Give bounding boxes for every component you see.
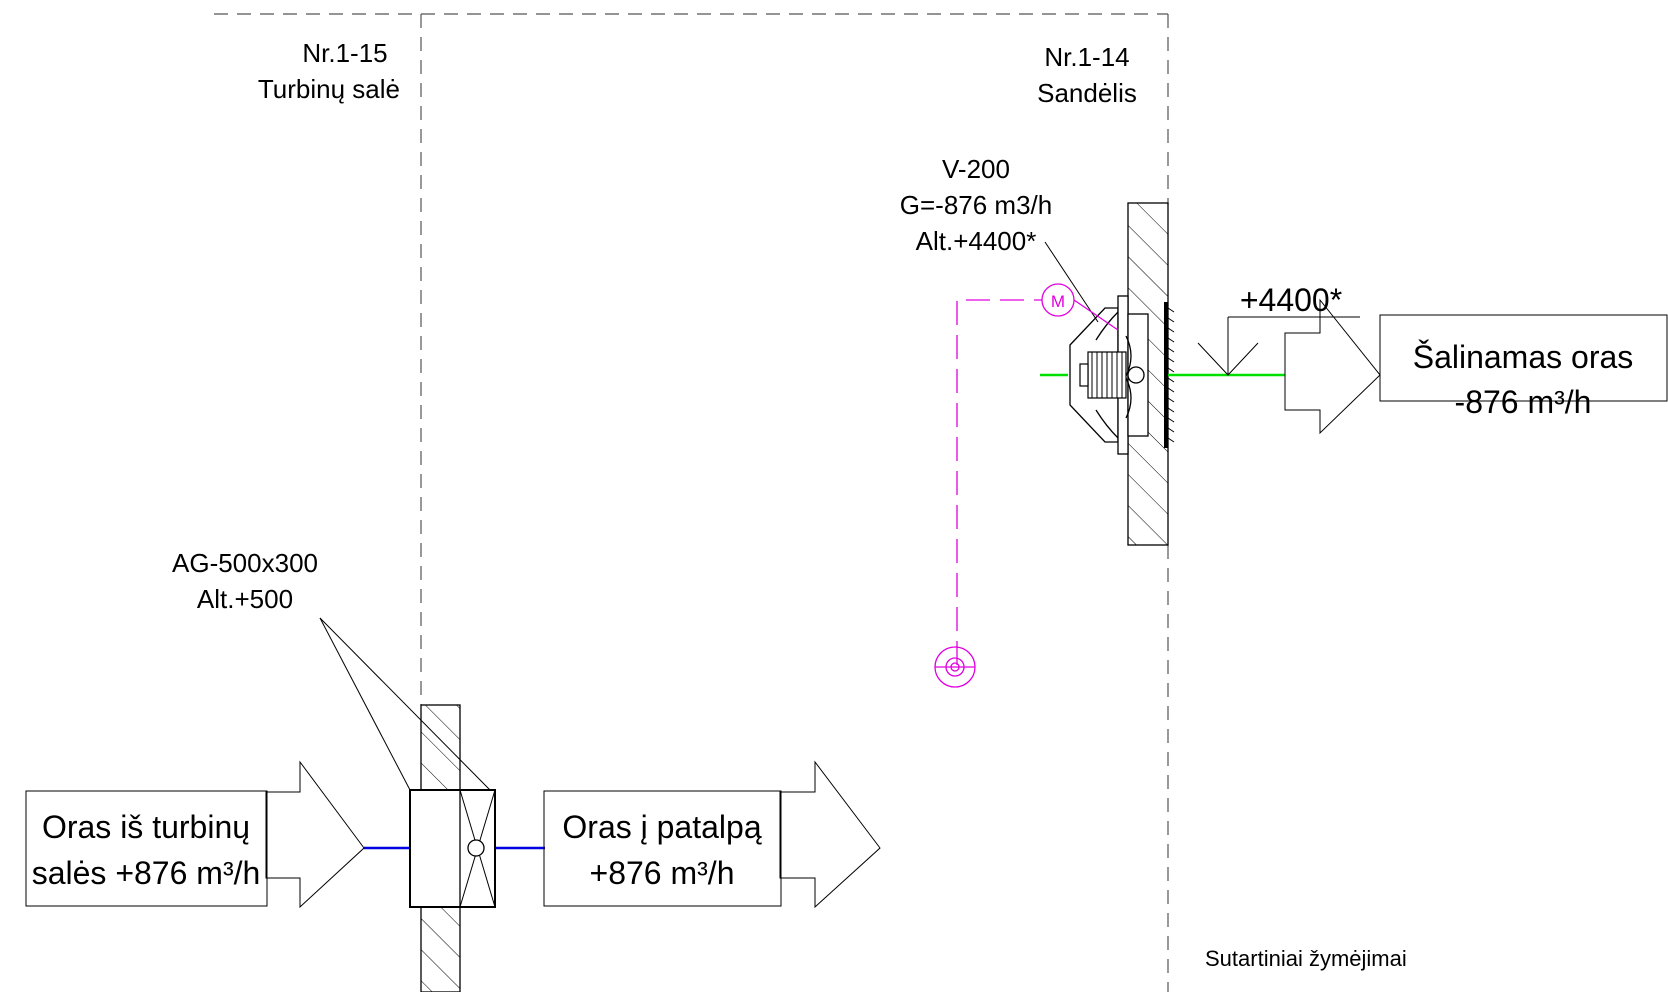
room-boundaries [214, 13, 1169, 992]
from-turbine-arrow [265, 760, 365, 909]
into-room-arrow [779, 760, 881, 909]
fan-leader-line [1044, 241, 1099, 323]
fan-flow-label: G=-876 m3/h [900, 190, 1052, 220]
from-turbine-flow-box: Oras iš turbinų salės +876 m³/h [25, 790, 268, 907]
from-turbine-flow-line2: salės +876 m³/h [32, 855, 261, 891]
into-room-flow-line2: +876 m³/h [590, 855, 735, 891]
level-mark-label: +4400* [1240, 282, 1342, 318]
room-left-number: Nr.1-15 [302, 38, 387, 68]
level-mark: +4400* [1197, 282, 1360, 376]
room-right-number: Nr.1-14 [1044, 42, 1129, 72]
transfer-grille-symbol [409, 789, 496, 908]
exhaust-flow-box: Šalinamas oras -876 m³/h [1379, 314, 1668, 420]
room-left-name: Turbinų salė [258, 74, 400, 104]
exhaust-fan-symbol [1040, 295, 1285, 455]
fan-id-label: V-200 [942, 154, 1010, 184]
into-room-flow-box: Oras į patalpą +876 m³/h [543, 790, 782, 907]
exhaust-flow-line1: Šalinamas oras [1413, 339, 1634, 375]
sensor-icon [934, 646, 976, 688]
motor-symbol: M [1041, 283, 1075, 317]
exhaust-flow-line2: -876 m³/h [1455, 384, 1592, 420]
grille-altitude-label: Alt.+500 [197, 584, 293, 614]
legend-title: Sutartiniai žymėjimai [1205, 946, 1407, 971]
grille-id-label: AG-500x300 [172, 548, 318, 578]
motor-label: M [1051, 292, 1065, 311]
exhaust-arrow [1284, 298, 1381, 435]
room-right-name: Sandėlis [1037, 78, 1137, 108]
motor-control-line [956, 299, 1119, 665]
grille-leader-lines [319, 617, 491, 791]
into-room-flow-line1: Oras į patalpą [562, 809, 761, 845]
from-turbine-flow-line1: Oras iš turbinų [42, 809, 250, 845]
fan-altitude-label: Alt.+4400* [916, 226, 1037, 256]
